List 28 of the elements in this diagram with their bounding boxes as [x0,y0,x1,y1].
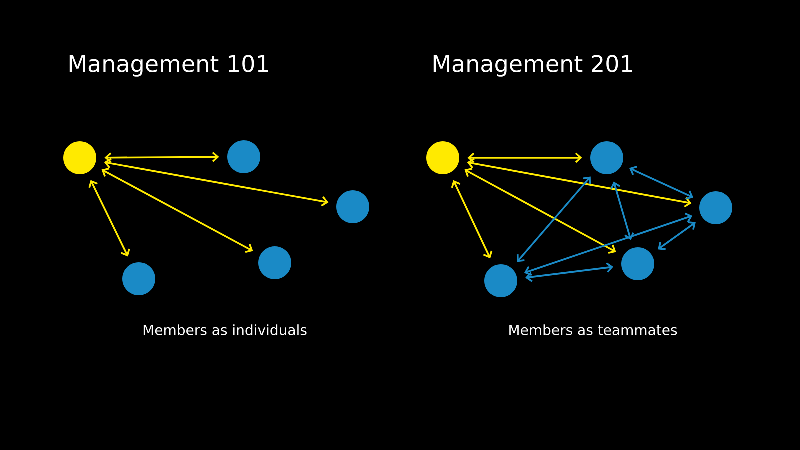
arrow [104,152,220,163]
arrow [104,158,329,207]
arrow [516,176,592,262]
arrow [526,262,614,282]
circle [122,262,156,296]
arrow [102,168,254,254]
caption: Members as individuals [144,324,307,336]
circle [700,192,732,224]
arrow [468,152,582,164]
circle [258,246,292,280]
heading: Management 201 [434,55,632,77]
circle [336,190,370,224]
arrow [524,212,693,276]
circle [590,142,624,174]
arrow [88,180,130,257]
arrow [610,182,634,240]
heading: Management 101 [70,55,268,77]
arrow [467,158,692,208]
circle [484,264,518,298]
arrow [451,180,493,259]
arrow [629,166,694,200]
circle [64,142,96,174]
circle [228,140,260,174]
caption: Members as teammates [510,324,678,336]
arrow [658,222,696,250]
circle [622,248,654,280]
circle [426,142,460,174]
arrow [464,168,616,254]
